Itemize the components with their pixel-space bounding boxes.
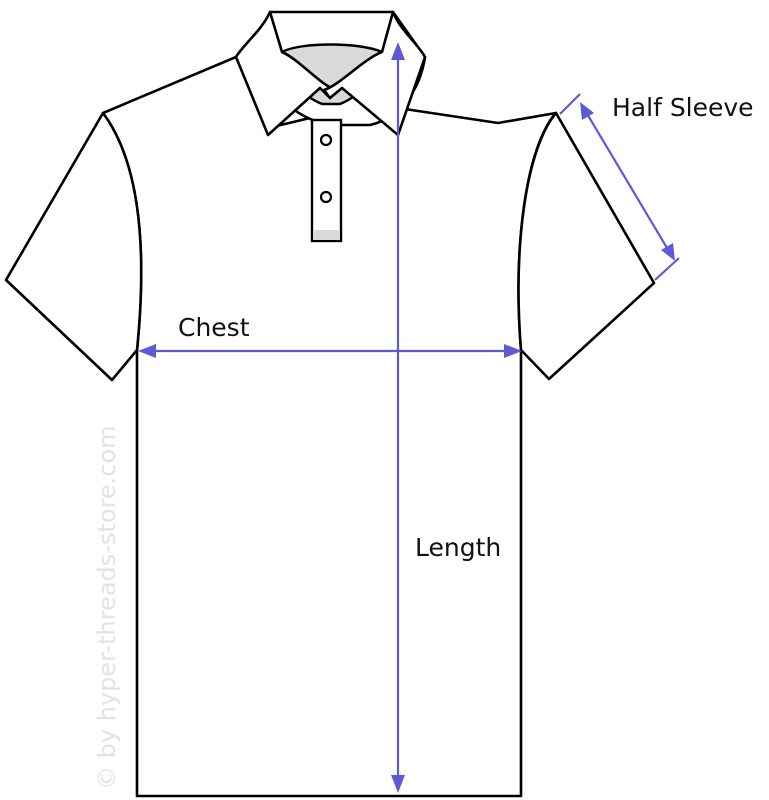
placket-inner bbox=[313, 230, 340, 240]
half-sleeve-tick-bottom bbox=[654, 257, 680, 281]
chest-arrow-right bbox=[504, 344, 522, 358]
button-bottom bbox=[319, 190, 333, 204]
length-arrow-bottom bbox=[391, 775, 405, 793]
half-sleeve-label: Half Sleeve bbox=[612, 93, 754, 122]
half-sleeve-arrow-bottom bbox=[661, 243, 675, 261]
watermark-text: © by hyper-threads-store.com bbox=[93, 425, 121, 790]
length-arrow-top bbox=[391, 42, 405, 60]
button-top bbox=[319, 133, 333, 147]
length-label: Length bbox=[415, 533, 501, 562]
half-sleeve-tick-top bbox=[559, 93, 581, 115]
right-sleeve bbox=[517, 111, 656, 381]
half-sleeve-line bbox=[585, 111, 671, 254]
chest-arrow-left bbox=[138, 344, 156, 358]
left-sleeve bbox=[4, 111, 143, 382]
half-sleeve-arrow-top bbox=[580, 102, 594, 120]
collar-flap-right bbox=[322, 10, 427, 137]
chest-label: Chest bbox=[178, 313, 250, 342]
